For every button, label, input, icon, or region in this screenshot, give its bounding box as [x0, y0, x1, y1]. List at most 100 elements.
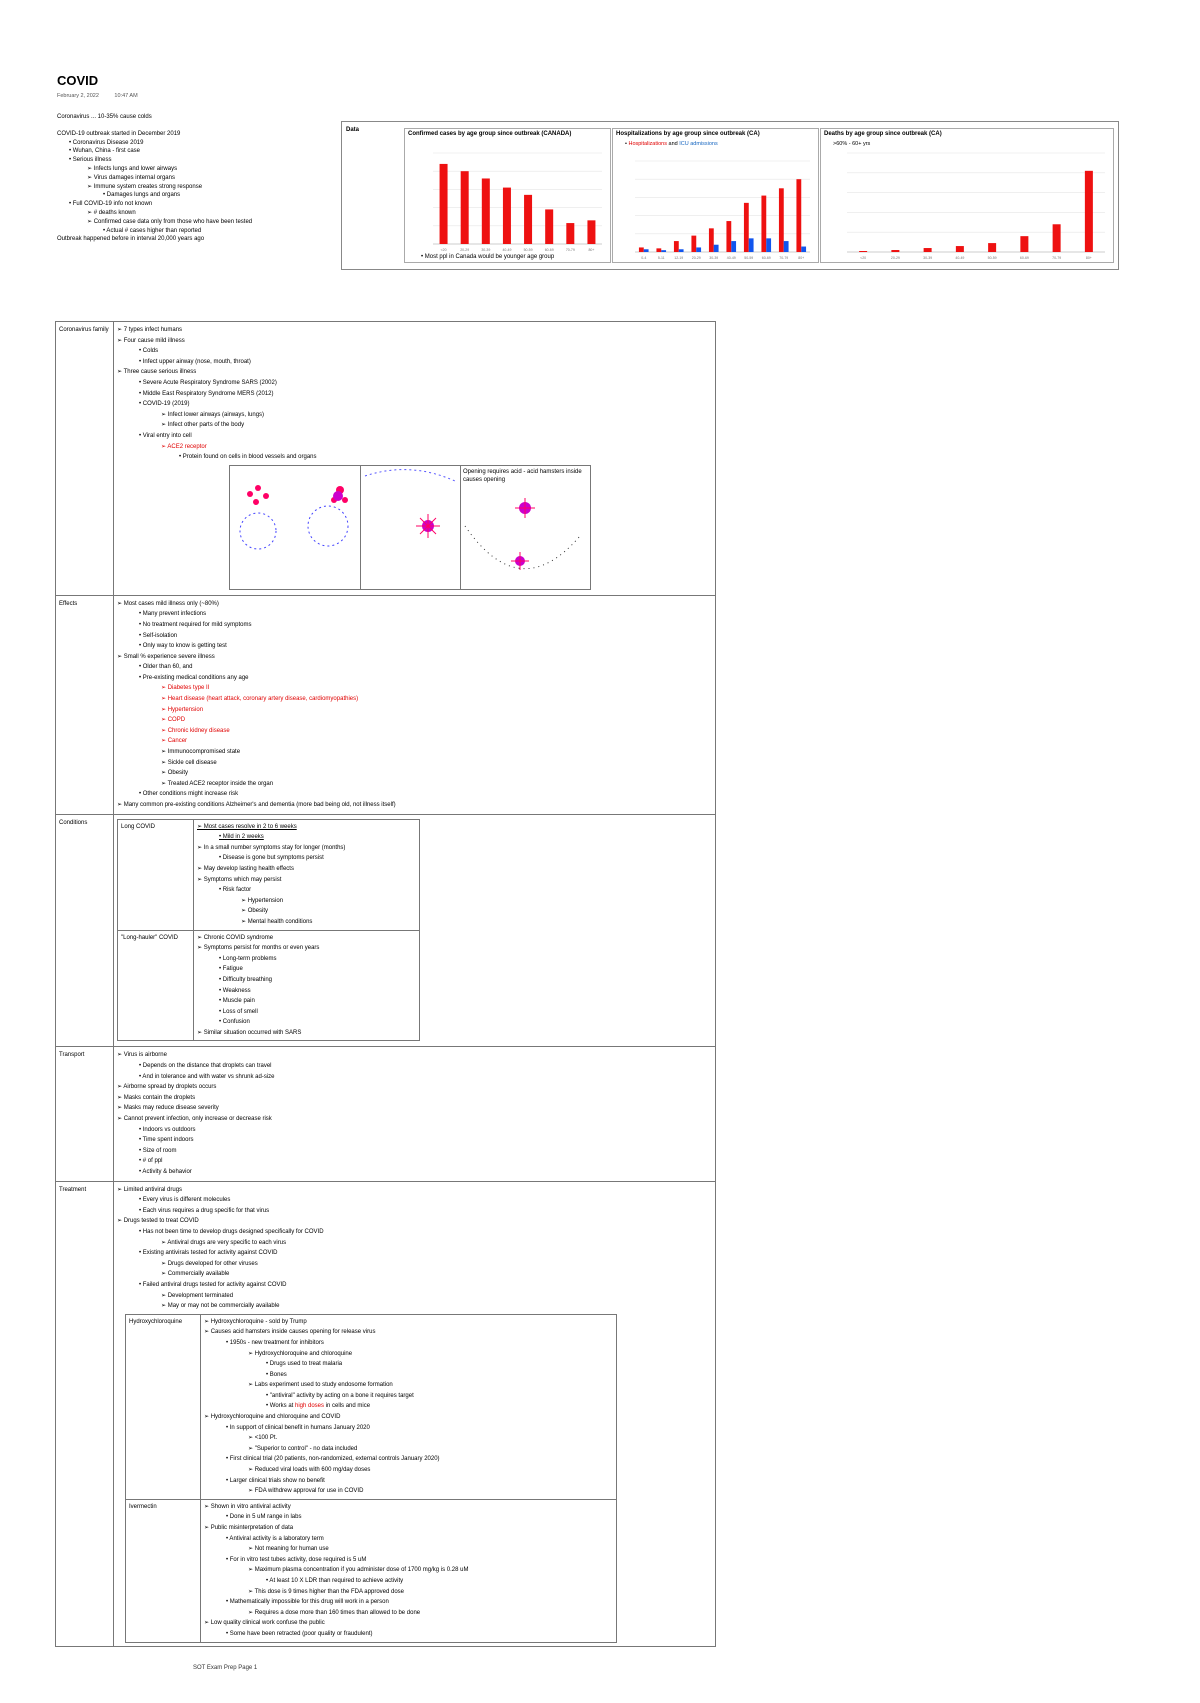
note-line: • Difficulty breathing — [219, 976, 273, 983]
note-line: • Time spent indoors — [139, 1137, 194, 1144]
note-line: ➢ Small % experience severe illness — [117, 653, 215, 660]
note-line: ➢ Many common pre-existing conditions Al… — [117, 802, 396, 808]
note-line: • No treatment required for mild symptom… — [139, 621, 252, 628]
note-line: ➢ Symptoms persist for months or even ye… — [197, 945, 320, 952]
bar — [1052, 224, 1061, 252]
note-line: • # of ppl — [139, 1158, 163, 1165]
row-content: ➢ Limited antiviral drugs• Every virus i… — [113, 1180, 716, 1647]
note-line: ➢ Treated ACE2 receptor inside the organ — [161, 780, 274, 787]
row-conditions: Conditions Long COVID ➢ Most cases resol… — [55, 813, 716, 1048]
row-content: ➢ 7 types infect humans➢ Four cause mild… — [113, 321, 716, 596]
bar — [587, 220, 596, 244]
note-line: ➢ Hypertension — [241, 897, 284, 904]
tick-label: 12-19 — [674, 256, 683, 260]
note-line: • COVID-19 (2019) — [139, 401, 190, 408]
note-line: • Risk factor — [219, 887, 252, 894]
note-line: • Each virus requires a drug specific fo… — [139, 1207, 270, 1214]
tick-label: 50-59 — [524, 248, 533, 252]
note-line: • Many prevent infections — [139, 611, 207, 618]
subhead-hydroxychloroquine: Hydroxychloroquine — [125, 1313, 201, 1500]
note-line: • In support of clinical benefit in huma… — [226, 1424, 370, 1431]
intro-line: ➢ Immune system creates strong response — [87, 183, 203, 190]
drugs-table: Hydroxychloroquine ➢ Hydroxychloroquine … — [125, 1313, 617, 1643]
note-line: ➢ Similar situation occurred with SARS — [197, 1029, 302, 1036]
bar — [731, 241, 737, 252]
tick-label: <20 — [860, 256, 866, 260]
intro-line: • Wuhan, China - first case — [69, 148, 141, 155]
note-line: • Drugs used to treat malaria — [266, 1361, 343, 1368]
note-line: • Larger clinical trials show no benefit — [226, 1477, 325, 1484]
intro-line: Coronavirus ... 10-35% cause colds — [57, 114, 152, 120]
note-line: ➢ Immunocompromised state — [161, 749, 241, 756]
row-long-covid: Long COVID ➢ Most cases resolve in 2 to … — [117, 818, 420, 931]
tick-label: 60-69 — [762, 256, 771, 260]
row-ivermectin: Ivermectin ➢ Shown in vitro antiviral ac… — [125, 1498, 617, 1643]
tick-label: 30-39 — [709, 256, 718, 260]
note-line: • Failed antiviral drugs tested for acti… — [139, 1281, 287, 1288]
tick-label: 40-49 — [955, 256, 964, 260]
long-covid-content: ➢ Most cases resolve in 2 to 6 weeks• Mi… — [193, 818, 420, 931]
note-line: ➢ This dose is 9 times higher than the F… — [248, 1588, 405, 1595]
note-line: ➢ Low quality clinical work confuse the … — [204, 1620, 325, 1627]
intro-line — [57, 122, 347, 130]
ivermectin-content: ➢ Shown in vitro antiviral activity• Don… — [200, 1498, 617, 1643]
note-line: • Antiviral activity is a laboratory ter… — [226, 1535, 324, 1542]
bar — [439, 163, 448, 244]
page-meta: February 2, 2022 10:47 AM — [57, 93, 152, 99]
bar — [796, 179, 802, 252]
note-line: ➢ COPD — [161, 717, 186, 724]
tick-label: 70-79 — [779, 256, 788, 260]
bar — [859, 251, 868, 252]
note-line: • 1950s - new treatment for inhibitors — [226, 1339, 324, 1346]
note-line: ➢ Public misinterpretation of data — [204, 1525, 294, 1531]
bar — [673, 241, 679, 252]
note-line: ➢ Cannot prevent infection, only increas… — [117, 1116, 272, 1123]
tick-label: 70-79 — [1052, 256, 1061, 260]
row-heading: Conditions — [55, 813, 114, 1048]
note-line: ➢ Limited antiviral drugs — [117, 1186, 183, 1193]
note-line: ➢ ACE2 receptor — [161, 443, 207, 450]
note-line: ➢ Labs experiment used to study endosome… — [248, 1382, 393, 1389]
page-time: 10:47 AM — [114, 93, 138, 99]
tick-label: 20-29 — [692, 256, 701, 260]
hydroxychloroquine-content: ➢ Hydroxychloroquine - sold by Trump➢ Ca… — [200, 1313, 617, 1500]
note-line: ➢ Maximum plasma concentration if you ad… — [248, 1567, 469, 1574]
intro-line: • Actual # cases higher than reported — [103, 227, 202, 234]
tick-label: <20 — [441, 248, 447, 252]
row-hydroxychloroquine: Hydroxychloroquine ➢ Hydroxychloroquine … — [125, 1313, 617, 1500]
note-line: ➢ Virus is airborne — [117, 1052, 167, 1059]
note-line: • Older than 60, and — [139, 664, 193, 671]
virus-cells-diagram — [239, 484, 349, 550]
note-line: ➢ Three cause serious illness — [117, 369, 197, 376]
row-content: ➢ Virus is airborne• Depends on the dist… — [113, 1046, 716, 1182]
note-line: ➢ Chronic kidney disease — [161, 727, 230, 734]
highlight-text: high doses — [295, 1403, 325, 1410]
note-line: • Activity & behavior — [139, 1169, 192, 1175]
intro-line: • Coronavirus Disease 2019 — [69, 139, 144, 146]
tick-label: 40-49 — [502, 248, 511, 252]
note-line: ➢ Infect other parts of the body — [161, 422, 245, 429]
note-line: • Weakness — [219, 987, 251, 994]
note-line: • Long-term problems — [219, 955, 277, 962]
bar — [545, 209, 554, 244]
virus-entry-diagram — [364, 468, 456, 538]
note-line: • Some have been retracted (poor quality… — [226, 1630, 373, 1637]
bar — [713, 244, 719, 252]
row-long-hauler: "Long-hauler" COVID ➢ Chronic COVID synd… — [117, 929, 420, 1042]
note-line: ➢ Causes acid hamsters inside causes ope… — [204, 1329, 376, 1336]
subhead-long-hauler: "Long-hauler" COVID — [117, 929, 194, 1042]
intro-line: • Damages lungs and organs — [103, 192, 181, 199]
tick-label: 0-4 — [641, 256, 646, 260]
chart-title: Confirmed cases by age group since outbr… — [408, 131, 572, 137]
note-line: • Size of room — [139, 1147, 177, 1154]
intro-line: ➢ Virus damages internal organs — [87, 174, 175, 181]
note-line: ➢ Infect lower airways (airways, lungs) — [161, 411, 265, 418]
note-line: • Muscle pain — [219, 998, 255, 1005]
bar — [460, 171, 469, 244]
row-transport: Transport ➢ Virus is airborne• Depends o… — [55, 1046, 716, 1182]
page-footer: SOT Exam Prep Page 1 — [193, 1665, 258, 1671]
note-line: ➢ Shown in vitro antiviral activity — [204, 1503, 291, 1510]
